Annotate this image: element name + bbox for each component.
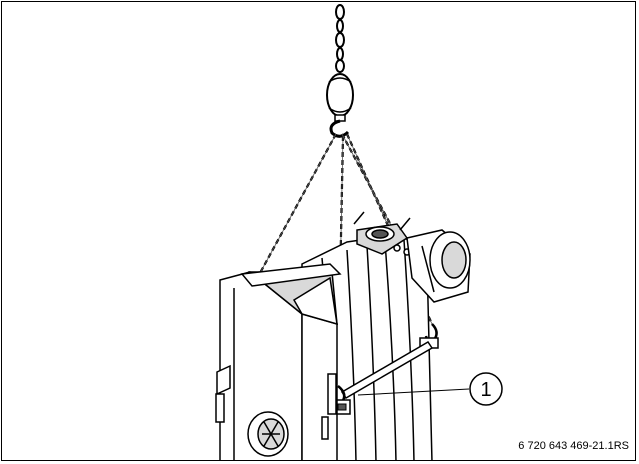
callout-1: 1: [469, 372, 503, 406]
callout-1-label: 1: [480, 379, 491, 401]
figure-code: 6 720 643 469-21.1RS: [518, 440, 629, 452]
front-panel: [215, 271, 338, 460]
flue-connector: [353, 211, 411, 256]
control-knob-icon: [247, 411, 289, 457]
swivel-block: [326, 73, 354, 138]
callout-leader-line: [357, 388, 470, 396]
top-strap: [240, 263, 342, 326]
top-chain: [335, 4, 345, 73]
burner-housing: [406, 229, 471, 303]
